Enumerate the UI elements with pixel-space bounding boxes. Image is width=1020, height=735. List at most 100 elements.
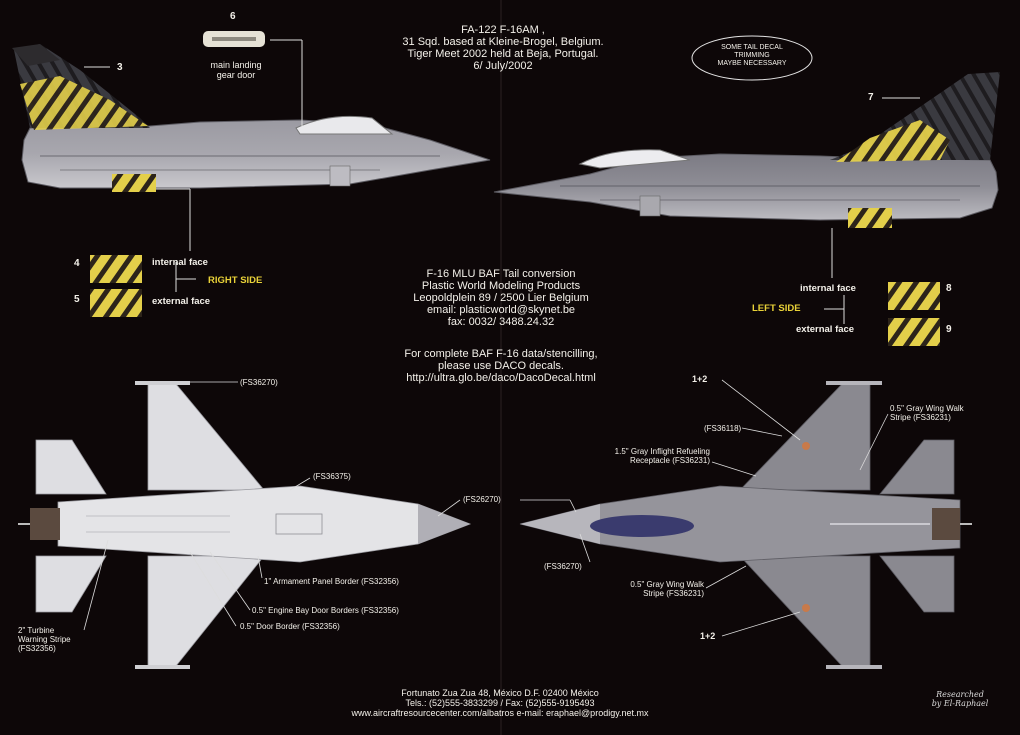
- landing-gear-line: gear door: [216, 70, 256, 80]
- top-view-main-wing-lower: [147, 555, 265, 667]
- wing-walk-right-label: 0.5" Gray Wing Walk Stripe (FS36231): [890, 404, 964, 422]
- decal-number-8: 8: [946, 283, 952, 294]
- wing-walk-line: Stripe (FS36231): [890, 413, 951, 422]
- daco-info: For complete BAF F-16 data/stencilling, …: [356, 348, 646, 384]
- engine-bay-label: 0.5" Engine Bay Door Borders (FS32356): [252, 606, 399, 615]
- left-side-tail-fin: [830, 72, 1000, 160]
- tail-note-oval: [691, 35, 813, 81]
- top-fs36270-label: (FS36270): [240, 378, 278, 387]
- top-fs36375-label: (FS36375): [313, 472, 351, 481]
- decal-5-external-face: [90, 289, 142, 317]
- wing-walk-line: Stripe (FS36231): [643, 589, 704, 598]
- bottom-fs36270-label: (FS36270): [544, 562, 582, 571]
- header-line: Tiger Meet 2002 held at Beja, Portugal.: [407, 48, 599, 60]
- manufacturer-line: fax: 0032/ 3488.24.32: [447, 316, 555, 328]
- bottom-view-roundel-upper: [802, 442, 810, 450]
- tail-note-line: TRIMMING: [734, 52, 770, 59]
- header-line: 31 Sqd. based at Kleine-Brogel, Belgium.: [402, 36, 604, 48]
- bottom-fs36118-label: (FS36118): [704, 424, 742, 433]
- right-side-fuselage: [21, 119, 491, 189]
- bottom-view-main-wing-upper: [739, 383, 871, 491]
- top-view-stab-upper: [35, 439, 107, 495]
- left-side-tail-tiger: [836, 120, 950, 162]
- manufacturer-line: email: plasticworld@skynet.be: [426, 304, 576, 316]
- daco-line: please use DACO decals.: [438, 360, 564, 372]
- decal-number-9: 9: [946, 324, 952, 335]
- turbine-stripe-label: 2" Turbine Warning Stripe (FS32356): [18, 626, 71, 653]
- bottom-view-aircraft: [519, 381, 972, 669]
- bottom-view-roundel-lower: [802, 604, 810, 612]
- refuel-receptacle-label: 1.5" Gray Inflight Refueling Receptacle …: [586, 447, 710, 465]
- header-title: FA-122 F-16AM , 31 Sqd. based at Kleine-…: [378, 24, 628, 72]
- right-side-external-face: external face: [152, 296, 211, 307]
- right-side-internal-face: internal face: [152, 257, 208, 268]
- tail-note-line: MAYBE NECESSARY: [717, 60, 787, 67]
- header-line: 6/ July/2002: [473, 60, 533, 72]
- left-side-canopy: [578, 149, 691, 169]
- header-line: FA-122 F-16AM ,: [461, 24, 545, 36]
- daco-line: http://ultra.glo.be/daco/DacoDecal.html: [406, 372, 596, 384]
- right-side-tail-tiger: [20, 76, 148, 130]
- manufacturer-line: Leopoldplein 89 / 2500 Lier Belgium: [413, 292, 589, 304]
- armament-border-label: 1" Armament Panel Border (FS32356): [264, 577, 399, 586]
- left-side-internal-face: internal face: [800, 283, 856, 294]
- wing-walk-line: 0.5" Gray Wing Walk: [630, 580, 704, 589]
- right-side-tiger-head-art: [12, 44, 60, 66]
- turbine-line: 2" Turbine: [18, 626, 55, 635]
- research-credit: Researched by El-Raphael: [918, 690, 1002, 708]
- left-side-fuselage: [493, 153, 999, 221]
- decal-number-1-2-top: 1+2: [692, 374, 708, 384]
- bottom-view-fuel-tank: [590, 515, 694, 537]
- decal-number-5: 5: [74, 294, 80, 305]
- footer-line: www.aircraftresourcecenter.com/albatros …: [351, 708, 649, 718]
- right-side-ventral-fin-decal: [112, 174, 156, 192]
- bottom-view-exhaust: [932, 508, 960, 540]
- top-view-exhaust: [30, 508, 60, 540]
- manufacturer-info: F-16 MLU BAF Tail conversion Plastic Wor…: [366, 268, 636, 328]
- tail-note-line: SOME TAIL DECAL: [721, 44, 783, 51]
- daco-line: For complete BAF F-16 data/stencilling,: [404, 348, 598, 360]
- bottom-view-stab-upper: [879, 439, 955, 495]
- decal-number-4: 4: [74, 258, 80, 269]
- top-view-main-wing-upper: [147, 383, 265, 491]
- manufacturer-line: Plastic World Modeling Products: [421, 280, 581, 292]
- decal-4-internal-face: [90, 255, 142, 283]
- top-view-fuselage: [57, 485, 472, 563]
- top-fs26270-label: (FS26270): [463, 495, 501, 504]
- bottom-view-stab-lower: [879, 555, 955, 613]
- landing-gear-label: main landing gear door: [200, 60, 272, 80]
- right-side-canopy: [295, 115, 394, 135]
- right-side-profile: [12, 44, 491, 192]
- turbine-line: (FS32356): [18, 644, 56, 653]
- left-side-profile: [493, 72, 1000, 228]
- manufacturer-line: F-16 MLU BAF Tail conversion: [426, 268, 576, 280]
- landing-gear-line: main landing: [210, 60, 262, 70]
- wing-walk-line: 0.5" Gray Wing Walk: [890, 404, 964, 413]
- left-side-external-face: external face: [796, 324, 855, 335]
- left-side-label: LEFT SIDE: [752, 303, 801, 314]
- footer-contact: Fortunato Zua Zua 48, México D.F. 02400 …: [290, 688, 710, 718]
- top-view-nose: [418, 504, 470, 544]
- credit-line: Researched: [936, 690, 984, 699]
- footer-line: Tels.: (52)555-3833299 / Fax: (52)555-91…: [405, 698, 595, 708]
- right-side-label: RIGHT SIDE: [208, 275, 263, 286]
- decal-9-external-face: [888, 318, 940, 346]
- footer-line: Fortunato Zua Zua 48, México D.F. 02400 …: [401, 688, 599, 698]
- decal-number-1-2-bottom: 1+2: [700, 631, 716, 641]
- tail-note: SOME TAIL DECAL TRIMMING MAYBE NECESSARY: [700, 44, 804, 68]
- decal-number-3: 3: [117, 62, 123, 73]
- turbine-line: Warning Stripe: [18, 635, 71, 644]
- credit-line: by El-Raphael: [931, 699, 989, 708]
- door-border-label: 0.5" Door Border (FS32356): [240, 622, 340, 631]
- top-view-aircraft: [18, 381, 472, 669]
- wing-walk-left-label: 0.5" Gray Wing Walk Stripe (FS36231): [598, 580, 704, 598]
- refuel-line: Receptacle (FS36231): [629, 456, 710, 465]
- refuel-line: 1.5" Gray Inflight Refueling: [614, 447, 710, 456]
- decal-8-internal-face: [888, 282, 940, 310]
- decal-number-7: 7: [868, 92, 874, 103]
- left-side-ventral-fin-decal: [848, 208, 892, 228]
- top-view-stab-lower: [35, 555, 107, 613]
- bottom-view-nose: [520, 504, 600, 544]
